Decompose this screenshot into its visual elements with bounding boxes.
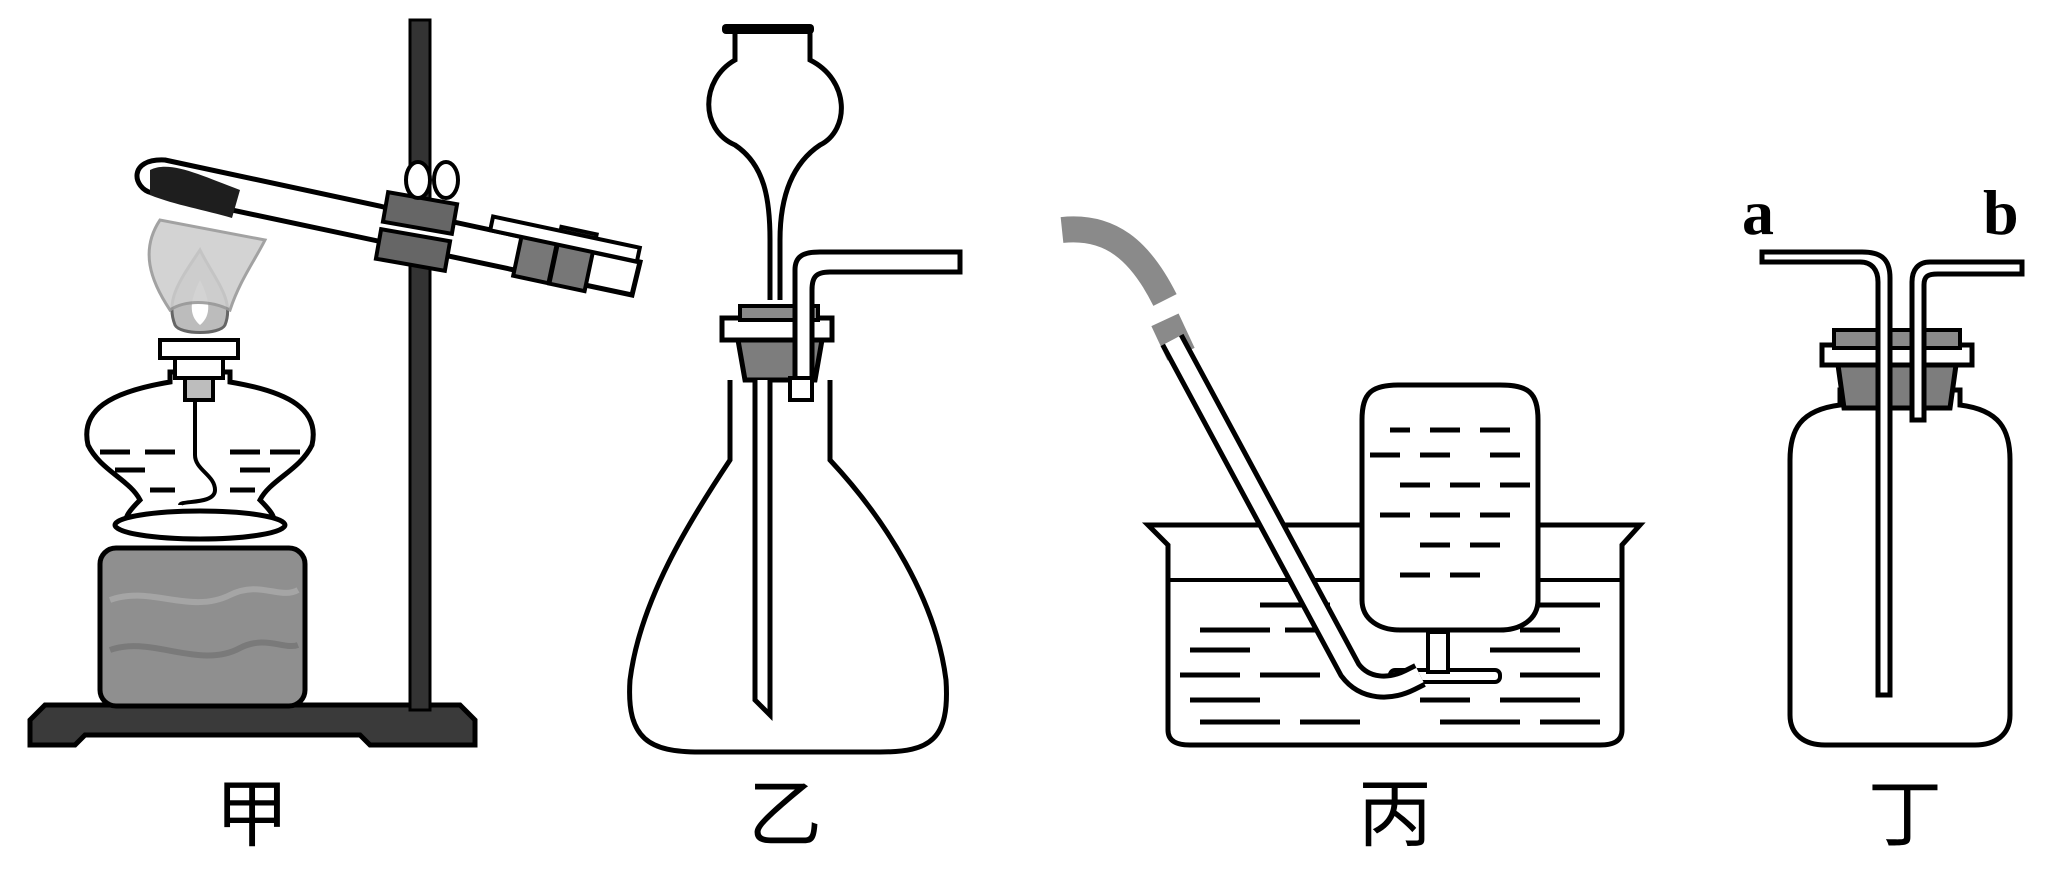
gas-collecting-bottle (1359, 382, 1541, 684)
washing-bottle (1787, 387, 2013, 748)
outlet-tube-b (1909, 259, 2025, 423)
support-block (97, 545, 308, 709)
apparatus-yi (627, 24, 963, 755)
port-label-a: a (1742, 177, 1774, 248)
inlet-tube-a (1759, 249, 1893, 698)
caption-bing: 丙 (1358, 772, 1432, 858)
caption-yi: 乙 (748, 772, 822, 858)
caption-jia: 甲 (215, 772, 289, 858)
port-label-b: b (1983, 177, 2019, 248)
apparatus-ding (1759, 249, 2025, 748)
long-neck-funnel (706, 24, 844, 722)
caption-ding: 丁 (1868, 772, 1942, 858)
iron-stand-base (27, 702, 478, 748)
apparatus-jia (27, 18, 644, 748)
test-tube (134, 157, 644, 298)
iron-stand-rod (408, 18, 432, 712)
apparatus-bing (1060, 216, 1646, 748)
alcohol-lamp (84, 218, 316, 542)
conical-flask (627, 380, 949, 755)
delivery-tube (792, 249, 963, 380)
rubber-stopper (719, 304, 835, 383)
bent-delivery-tube (1060, 216, 1426, 700)
